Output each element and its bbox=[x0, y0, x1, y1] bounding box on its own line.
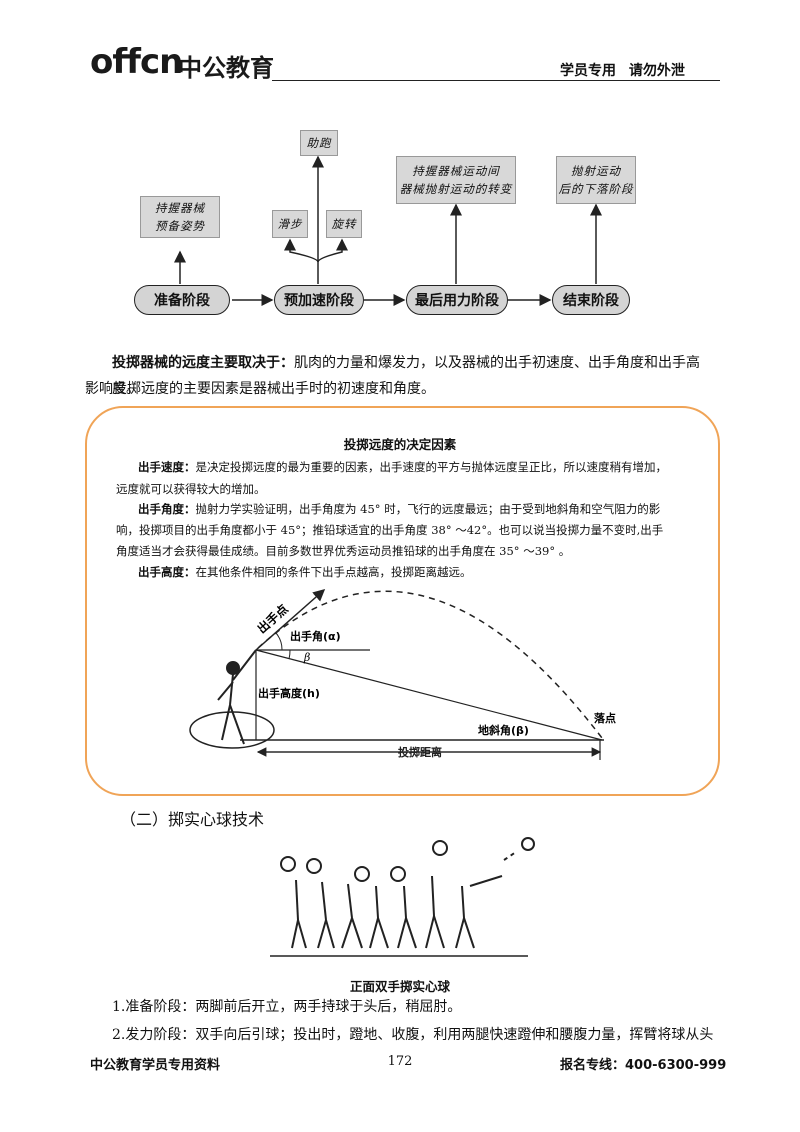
footer-left: 中公教育学员专用资料 bbox=[90, 1058, 221, 1073]
height-text: 在其他条件相同的条件下出手点越高，投掷距离越远。 bbox=[195, 565, 472, 579]
intro-text: 肌肉的力量和爆发力，以及器械的出手初速度、出手角度和出手高度。 bbox=[112, 355, 700, 397]
ball-position-3 bbox=[354, 866, 370, 882]
throw-diagram: 出手点 出手角(α) β 出手高度(h) 地斜角(β) 落点 投掷距离 bbox=[189, 589, 616, 760]
ball-position-5 bbox=[432, 840, 448, 856]
speed-label: 出手速度： bbox=[138, 460, 196, 474]
intro-line-1: 投掷器械的远度主要取决于：肌肉的力量和爆发力，以及器械的出手初速度、出手角度和出… bbox=[112, 350, 724, 402]
ball-position-4 bbox=[390, 866, 406, 882]
factor-box bbox=[85, 406, 720, 796]
header-note: 学员专用 请勿外泄 bbox=[560, 63, 685, 79]
note-run-up: 助跑 bbox=[300, 130, 338, 156]
note-landing-phase: 抛射运动 后的下落阶段 bbox=[556, 156, 636, 204]
speed-line-2: 远度就可以获得较大的增加。 bbox=[116, 482, 266, 496]
angle-label: 出手角度： bbox=[138, 502, 196, 516]
athlete-figure bbox=[217, 649, 257, 745]
ball-position-1 bbox=[280, 856, 296, 872]
height-label: 出手高度： bbox=[138, 565, 196, 579]
flow-connectors bbox=[174, 155, 602, 306]
stage-pre-acceleration: 预加速阶段 bbox=[274, 285, 364, 315]
angle-line-3: 角度适当才会获得最佳成绩。目前多数世界优秀运动员推铅球的出手角度在 35° ～3… bbox=[116, 544, 571, 558]
logo-chinese-name: 中公教育 bbox=[178, 54, 274, 82]
label-release-height: 出手高度(h) bbox=[258, 686, 320, 700]
label-beta: β bbox=[303, 651, 310, 664]
beta-arc bbox=[288, 649, 291, 660]
label-distance: 投掷距离 bbox=[398, 745, 442, 759]
note-final-transition: 持握器械运动间 器械抛射运动的转变 bbox=[396, 156, 516, 204]
header-rule bbox=[272, 80, 720, 81]
stage-ending: 结束阶段 bbox=[552, 285, 630, 315]
speed-text: 是决定投掷远度的最为重要的因素，出手速度的平方与抛体远度呈正比，所以速度稍有增加… bbox=[195, 460, 668, 474]
note-glide: 滑步 bbox=[272, 210, 308, 238]
intro-line-2: 影响投掷远度的主要因素是器械出手时的初速度和角度。 bbox=[85, 381, 435, 397]
angle-text: 抛射力学实验证明，出手角度为 45° 时，飞行的远度最远；由于受到地斜角和空气阻… bbox=[195, 502, 661, 516]
trajectory-curve bbox=[257, 590, 603, 739]
label-release-angle: 出手角(α) bbox=[290, 629, 341, 643]
angle-line-2: 响，投掷项目的出手角度都小于 45°；推铅球适宜的出手角度 38° ～42°。也… bbox=[116, 523, 664, 537]
stage-preparation: 准备阶段 bbox=[134, 285, 230, 315]
step-2: 2.发力阶段：双手向后引球；投出时，蹬地、收腹，利用两腿快速蹬伸和腰腹力量，挥臂… bbox=[112, 1027, 714, 1043]
intro-bold-label: 投掷器械的远度主要取决于： bbox=[112, 355, 294, 371]
ball-position-2 bbox=[306, 858, 322, 874]
angle-line-1: 出手角度：抛射力学实验证明，出手角度为 45° 时，飞行的远度最远；由于受到地斜… bbox=[138, 500, 660, 518]
figure-caption: 正面双手掷实心球 bbox=[349, 979, 450, 994]
release-to-landing-line bbox=[255, 649, 603, 741]
factor-box-title: 投掷远度的决定因素 bbox=[343, 437, 457, 452]
stage-final-force: 最后用力阶段 bbox=[406, 285, 508, 315]
ball-flight bbox=[521, 837, 535, 851]
athlete-sequence bbox=[291, 875, 503, 949]
medicine-ball-illustration bbox=[270, 837, 535, 957]
offcn-logo: offcn bbox=[90, 42, 183, 82]
page-number: 172 bbox=[387, 1054, 413, 1069]
height-line: 出手高度：在其他条件相同的条件下出手点越高，投掷距离越远。 bbox=[138, 563, 472, 581]
footer-hotline: 报名专线：400-6300-999 bbox=[560, 1058, 727, 1073]
note-prep-posture: 持握器械 预备姿势 bbox=[140, 196, 220, 238]
note-rotation: 旋转 bbox=[326, 210, 362, 238]
section-title: （二）掷实心球技术 bbox=[120, 810, 265, 829]
step-1: 1.准备阶段：两脚前后开立，两手持球于头后，稍屈肘。 bbox=[112, 999, 462, 1015]
label-ground-angle: 地斜角(β) bbox=[478, 723, 529, 737]
label-landing-point: 落点 bbox=[594, 711, 616, 725]
speed-line-1: 出手速度：是决定投掷远度的最为重要的因素，出手速度的平方与抛体远度呈正比，所以速… bbox=[138, 458, 667, 476]
release-angle-arc bbox=[275, 632, 283, 651]
